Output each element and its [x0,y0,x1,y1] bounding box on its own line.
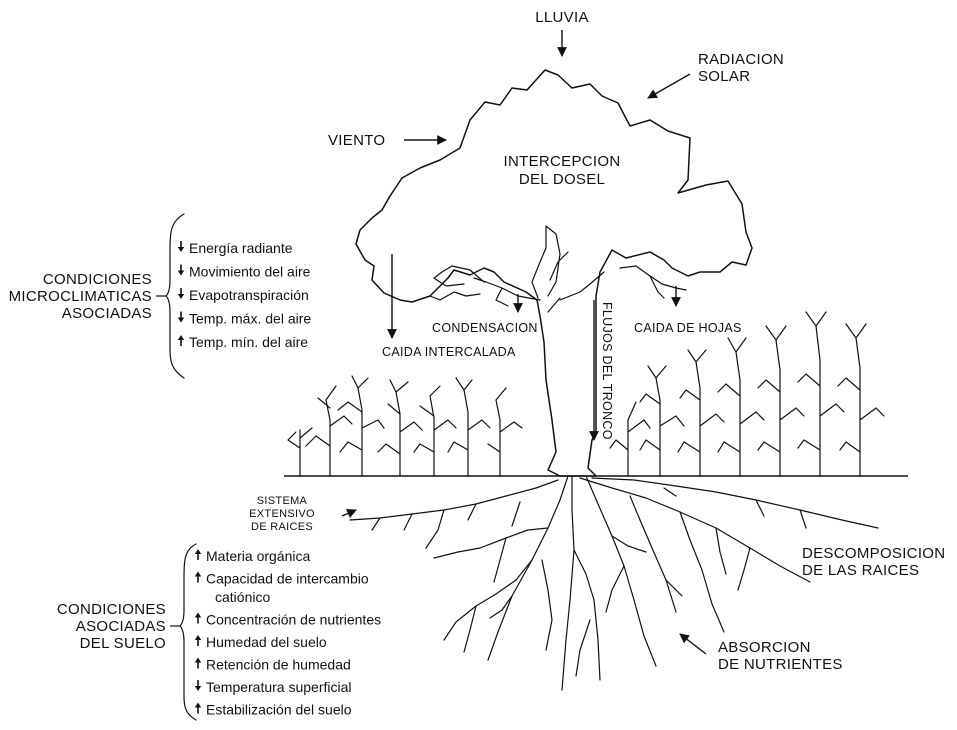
soil-title-3: DEL SUELO [80,635,166,652]
increase-arrow-icon [194,635,202,646]
decomposition-label-1: DESCOMPOSICION [802,545,945,562]
micro-title-2: MICROCLIMATICAS [9,288,152,305]
micro-brace [165,213,185,379]
decrease-arrow-icon [177,241,185,252]
stemflow-label: FLUJOS DEL TRONCO [600,302,614,440]
root-system-arrow [341,508,357,518]
micro-condition-item: Temp. máx. del aire [189,311,311,327]
wind-label: VIENTO [328,132,385,149]
soil-condition-item: Materia orgánica [206,548,310,564]
root-system-label-3: DE RAICES [251,521,313,533]
interception-label-2: DEL DOSEL [519,171,605,188]
decrease-arrow-icon [177,264,185,276]
root-system [349,475,879,691]
micro-title-1: CONDICIONES [43,271,152,288]
soil-title-1: CONDICIONES [57,601,166,618]
micro-condition-item: Temp. mín. del aire [189,334,308,350]
solar-arrow [647,73,691,99]
soil-condition-item: Concentración de nutrientes [206,612,381,628]
tree-canopy [355,69,753,477]
root-system-label-1: SISTEMA [257,495,308,507]
soil-condition-item: Humedad del suelo [206,634,327,650]
soil-condition-item: Capacidad de intercambio [206,571,369,587]
soil-condition-item-continuation: catiónico [215,589,270,605]
increase-arrow-icon [194,702,202,714]
absorption-label-1: ABSORCION [718,639,811,656]
crop-plants-left [287,375,523,477]
soil-title-2: ASOCIADAS [76,618,166,635]
decrease-arrow-icon [177,311,185,323]
soil-condition-item: Temperatura superficial [206,679,352,695]
increase-arrow-icon [177,335,185,346]
increase-arrow-icon [194,549,202,560]
increase-arrow-icon [194,571,202,583]
increase-arrow-icon [194,612,202,624]
micro-condition-item: Movimiento del aire [189,264,311,280]
solar-label-1: RADIACION [698,51,784,68]
condensation-label: CONDENSACION [432,321,538,335]
leaf-fall-label: CAIDA DE HOJAS [634,321,742,335]
decomposition-label-2: DE LAS RAICES [802,562,919,579]
decrease-arrow-icon [194,680,202,691]
soil-brace [179,543,197,721]
interception-label-1: INTERCEPCION [504,153,621,170]
micro-condition-item: Energía radiante [189,240,293,256]
soil-condition-item: Estabilización del suelo [206,702,352,718]
tree-branches [429,225,687,313]
decrease-arrow-icon [177,288,185,299]
soil-condition-item: Retención de humedad [206,657,351,673]
solar-label-2: SOLAR [698,68,750,85]
microclimate-conditions: CONDICIONES MICROCLIMATICAS ASOCIADAS En… [9,213,311,379]
micro-condition-item: Evapotranspiración [189,287,309,303]
rain-label: LLUVIA [535,9,589,26]
root-system-label-2: EXTENSIVO [249,508,315,520]
absorption-arrow [679,633,707,655]
crop-plants-right [609,311,885,477]
throughfall-label: CAIDA INTERCALADA [382,345,516,359]
micro-title-3: ASOCIADAS [62,305,152,322]
absorption-label-2: DE NUTRIENTES [718,656,843,673]
increase-arrow-icon [194,657,202,669]
soil-conditions: CONDICIONES ASOCIADAS DEL SUELO Materia … [57,543,381,721]
